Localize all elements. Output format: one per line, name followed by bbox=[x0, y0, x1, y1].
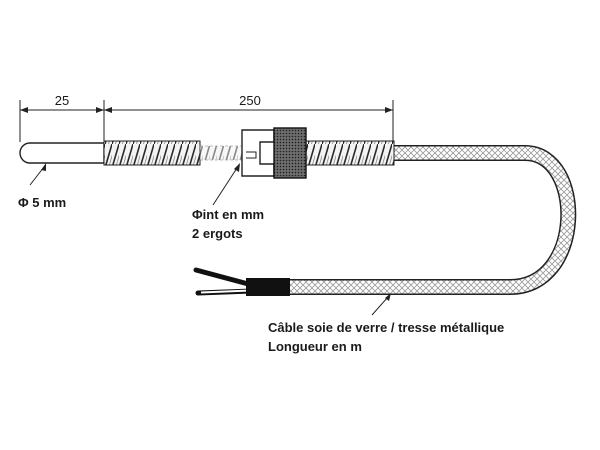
cable-braid bbox=[288, 146, 575, 294]
bayonet-fitting bbox=[241, 127, 307, 179]
dimension-lines bbox=[19, 100, 394, 145]
cable-length-label: Longueur en m bbox=[268, 339, 362, 354]
fitting-lugs-label: 2 ergots bbox=[192, 226, 243, 241]
fitting-diameter-label: Φint en mm bbox=[192, 207, 264, 222]
lead-wires bbox=[193, 267, 255, 296]
spring-sheath-left bbox=[103, 140, 201, 166]
leader-lines bbox=[29, 163, 391, 316]
spring-sheath-right bbox=[305, 140, 395, 166]
spring-sheath-gap bbox=[199, 145, 243, 161]
tip-length-dimension: 25 bbox=[55, 93, 69, 108]
tip-diameter-label: Φ 5 mm bbox=[18, 195, 66, 210]
cable-type-label: Câble soie de verre / tresse métallique bbox=[268, 320, 504, 335]
heat-shrink-sleeve bbox=[246, 278, 290, 296]
cable-braid-outline bbox=[288, 145, 577, 295]
sheath-length-dimension: 250 bbox=[239, 93, 261, 108]
probe-tip bbox=[19, 142, 105, 164]
